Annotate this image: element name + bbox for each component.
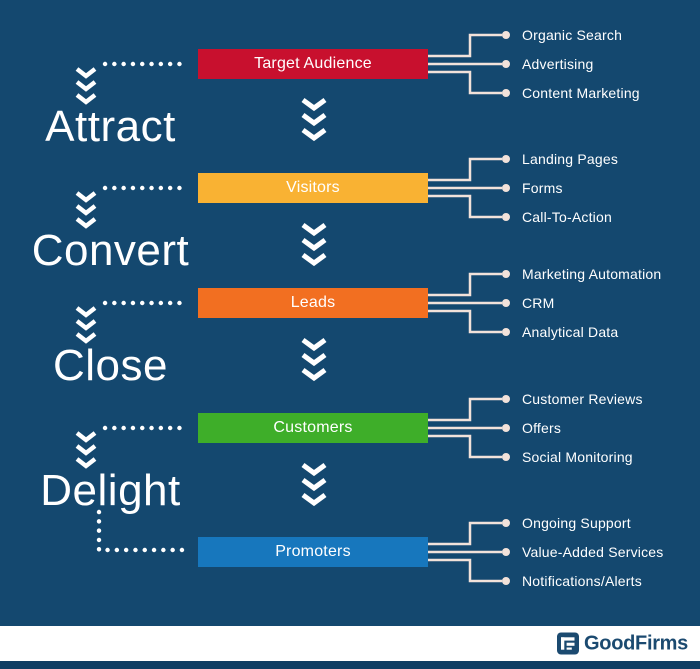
delight-dotted-arrow-icon [75, 425, 189, 469]
goodfirms-logo-text: GoodFirms [584, 632, 688, 654]
stage-box-label: Promoters [275, 543, 351, 560]
footer-strip: GoodFirms [0, 626, 700, 661]
stage-box-visitors: Visitors [198, 173, 428, 203]
down-chevrons-icon [301, 222, 327, 267]
branch-label: CRM [522, 295, 555, 311]
down-chevrons-icon [301, 97, 327, 142]
branch-label: Customer Reviews [522, 391, 643, 407]
branch-connector-icon [428, 155, 510, 221]
branch-label: Call-To-Action [522, 209, 612, 225]
branch-label: Notifications/Alerts [522, 573, 642, 589]
stage-box-label: Customers [273, 419, 353, 436]
stage-box-target-audience: Target Audience [198, 49, 428, 79]
stage-box-customers: Customers [198, 413, 428, 443]
delight-promoters-dotted-connector-icon [96, 509, 190, 553]
goodfirms-logo[interactable]: GoodFirms [557, 632, 688, 655]
branch-label: Landing Pages [522, 151, 619, 167]
phase-label-close: Close [53, 341, 168, 390]
phase-label-convert: Convert [31, 226, 190, 275]
branch-connector-icon [428, 519, 510, 585]
convert-dotted-arrow-icon [75, 185, 189, 229]
stage-box-promoters: Promoters [198, 537, 428, 567]
branch-label: Content Marketing [522, 85, 640, 101]
branch-label: Social Monitoring [522, 449, 633, 465]
branch-label: Forms [522, 180, 563, 196]
attract-dotted-arrow-icon [75, 61, 189, 105]
branch-label: Offers [522, 420, 562, 436]
phase-label-delight: Delight [40, 466, 181, 515]
goodfirms-logo-icon [557, 632, 580, 655]
down-chevrons-icon [301, 462, 327, 507]
branch-label: Advertising [522, 56, 594, 72]
branch-label: Ongoing Support [522, 515, 631, 531]
close-dotted-arrow-icon [75, 300, 189, 344]
phase-label-attract: Attract [45, 102, 176, 151]
branch-connector-icon [428, 31, 510, 97]
footer-accent-bar [0, 661, 700, 669]
stage-box-label: Target Audience [254, 55, 372, 72]
stage-box-label: Leads [290, 294, 336, 311]
branch-label: Value-Added Services [522, 544, 664, 560]
branch-label: Analytical Data [522, 324, 619, 340]
branch-connector-icon [428, 270, 510, 336]
branch-connector-icon [428, 395, 510, 461]
down-chevrons-icon [301, 337, 327, 382]
stage-box-leads: Leads [198, 288, 428, 318]
branch-label: Marketing Automation [522, 266, 662, 282]
stage-box-label: Visitors [286, 179, 340, 196]
branch-label: Organic Search [522, 27, 623, 43]
